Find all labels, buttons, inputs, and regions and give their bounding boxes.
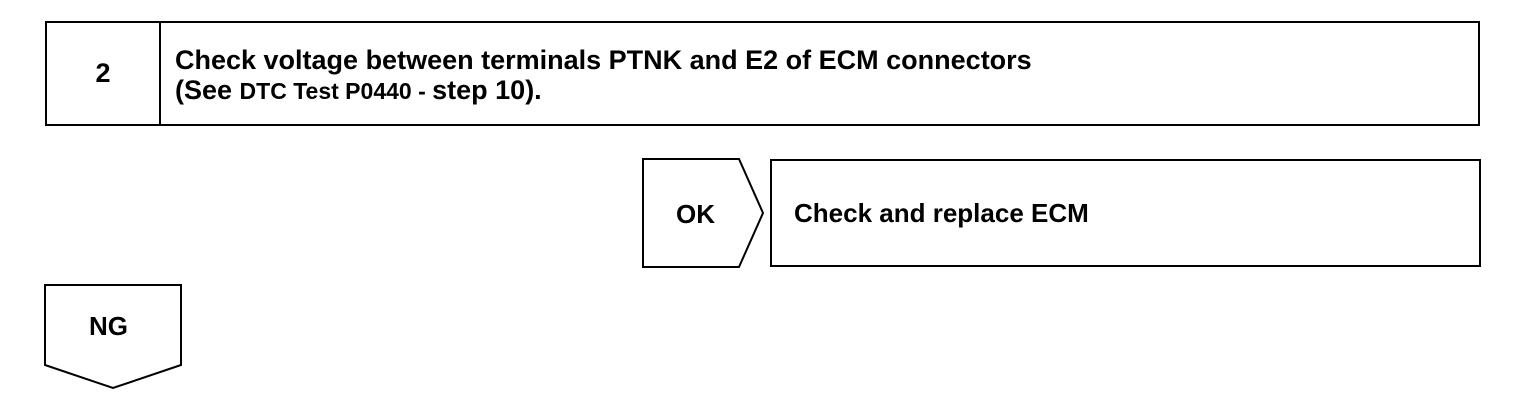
ng-arrow-shape: [44, 284, 182, 390]
step-reference: DTC Test P0440 -: [239, 78, 433, 104]
ok-arrow-shape: [642, 158, 765, 268]
step-number: 2: [47, 23, 161, 124]
ok-result-box: Check and replace ECM: [770, 159, 1481, 267]
ok-label: OK: [676, 199, 715, 229]
step-line-2: (See DTC Test P0440 - step 10).: [175, 75, 1032, 106]
ng-label: NG: [89, 311, 128, 341]
step-description: Check voltage between terminals PTNK and…: [161, 23, 1032, 124]
step-line-2-suffix: step 10).: [432, 75, 542, 105]
step-line-1: Check voltage between terminals PTNK and…: [175, 45, 1032, 75]
step-line-2-prefix: (See: [175, 75, 240, 105]
step-box: 2 Check voltage between terminals PTNK a…: [45, 21, 1480, 126]
